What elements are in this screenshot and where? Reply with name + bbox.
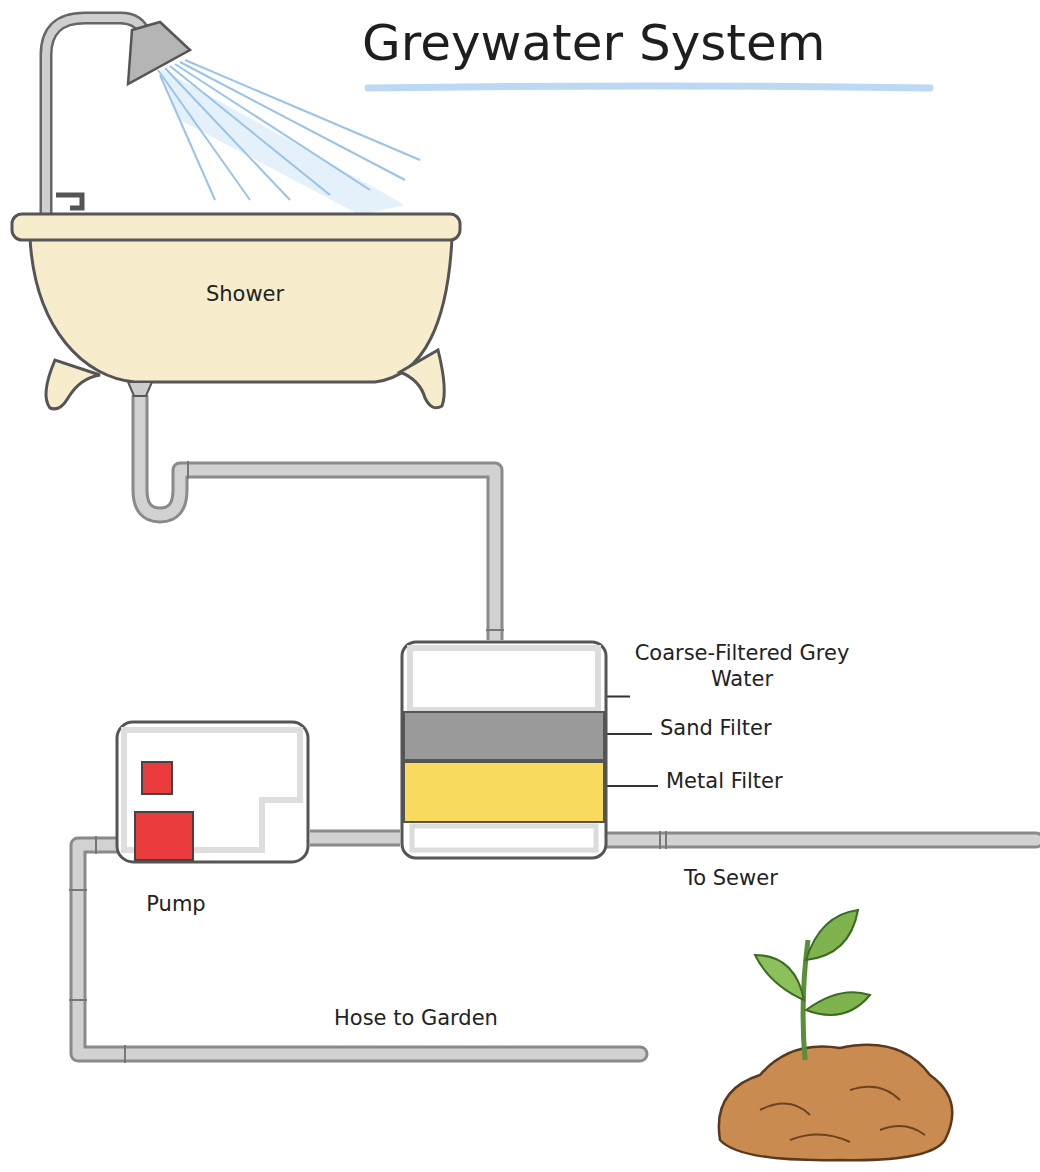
pipe-outer: [140, 395, 495, 640]
pump-switch: [142, 762, 172, 794]
title-underline: [368, 86, 930, 88]
tub-rim: [12, 214, 460, 240]
pump-motor: [135, 812, 193, 860]
pipe-label: To Sewer: [684, 866, 778, 890]
pipe-joint: [187, 461, 189, 479]
pipe-outer: [310, 830, 400, 847]
pipe: [140, 395, 504, 640]
sewer-pipe: [606, 831, 1036, 849]
filter-tank: Coarse-Filtered Grey WaterSand FilterMet…: [400, 640, 608, 860]
pipe-label: Hose to Garden: [334, 1006, 498, 1030]
bathtub: Shower: [10, 212, 462, 412]
layer-label: Coarse-Filtered Grey Water: [628, 640, 856, 693]
shower-head: [46, 18, 190, 215]
tub-body: [30, 238, 452, 382]
pump-housing: [117, 722, 308, 862]
pipe-inner: [310, 833, 400, 844]
outlet-chamber: [412, 826, 596, 850]
pipe: [310, 838, 400, 839]
pump-box: Pump: [115, 720, 310, 865]
pipe-inner: [140, 395, 495, 640]
plant: [719, 910, 952, 1160]
pump-box-outline: [115, 720, 310, 865]
filter-tank-outline: [400, 640, 608, 860]
pipe-joint: [486, 629, 504, 631]
tub-foot: [400, 350, 444, 408]
sand-layer: [404, 712, 604, 760]
shower-label: Shower: [206, 282, 284, 306]
metal-layer: [404, 762, 604, 822]
layer-label: Sand Filter: [660, 716, 772, 740]
diagram-title: Greywater System: [362, 14, 825, 72]
tub-foot: [46, 360, 100, 409]
coarse-layer: [410, 648, 598, 710]
layer-label: Metal Filter: [666, 769, 783, 793]
pump-label: Pump: [146, 892, 205, 916]
tub-drain: [128, 382, 152, 396]
water-spray: [158, 60, 420, 215]
tank-shell: [402, 642, 606, 858]
bathtub-outline: [10, 212, 462, 412]
garden-hose: [69, 836, 640, 1063]
